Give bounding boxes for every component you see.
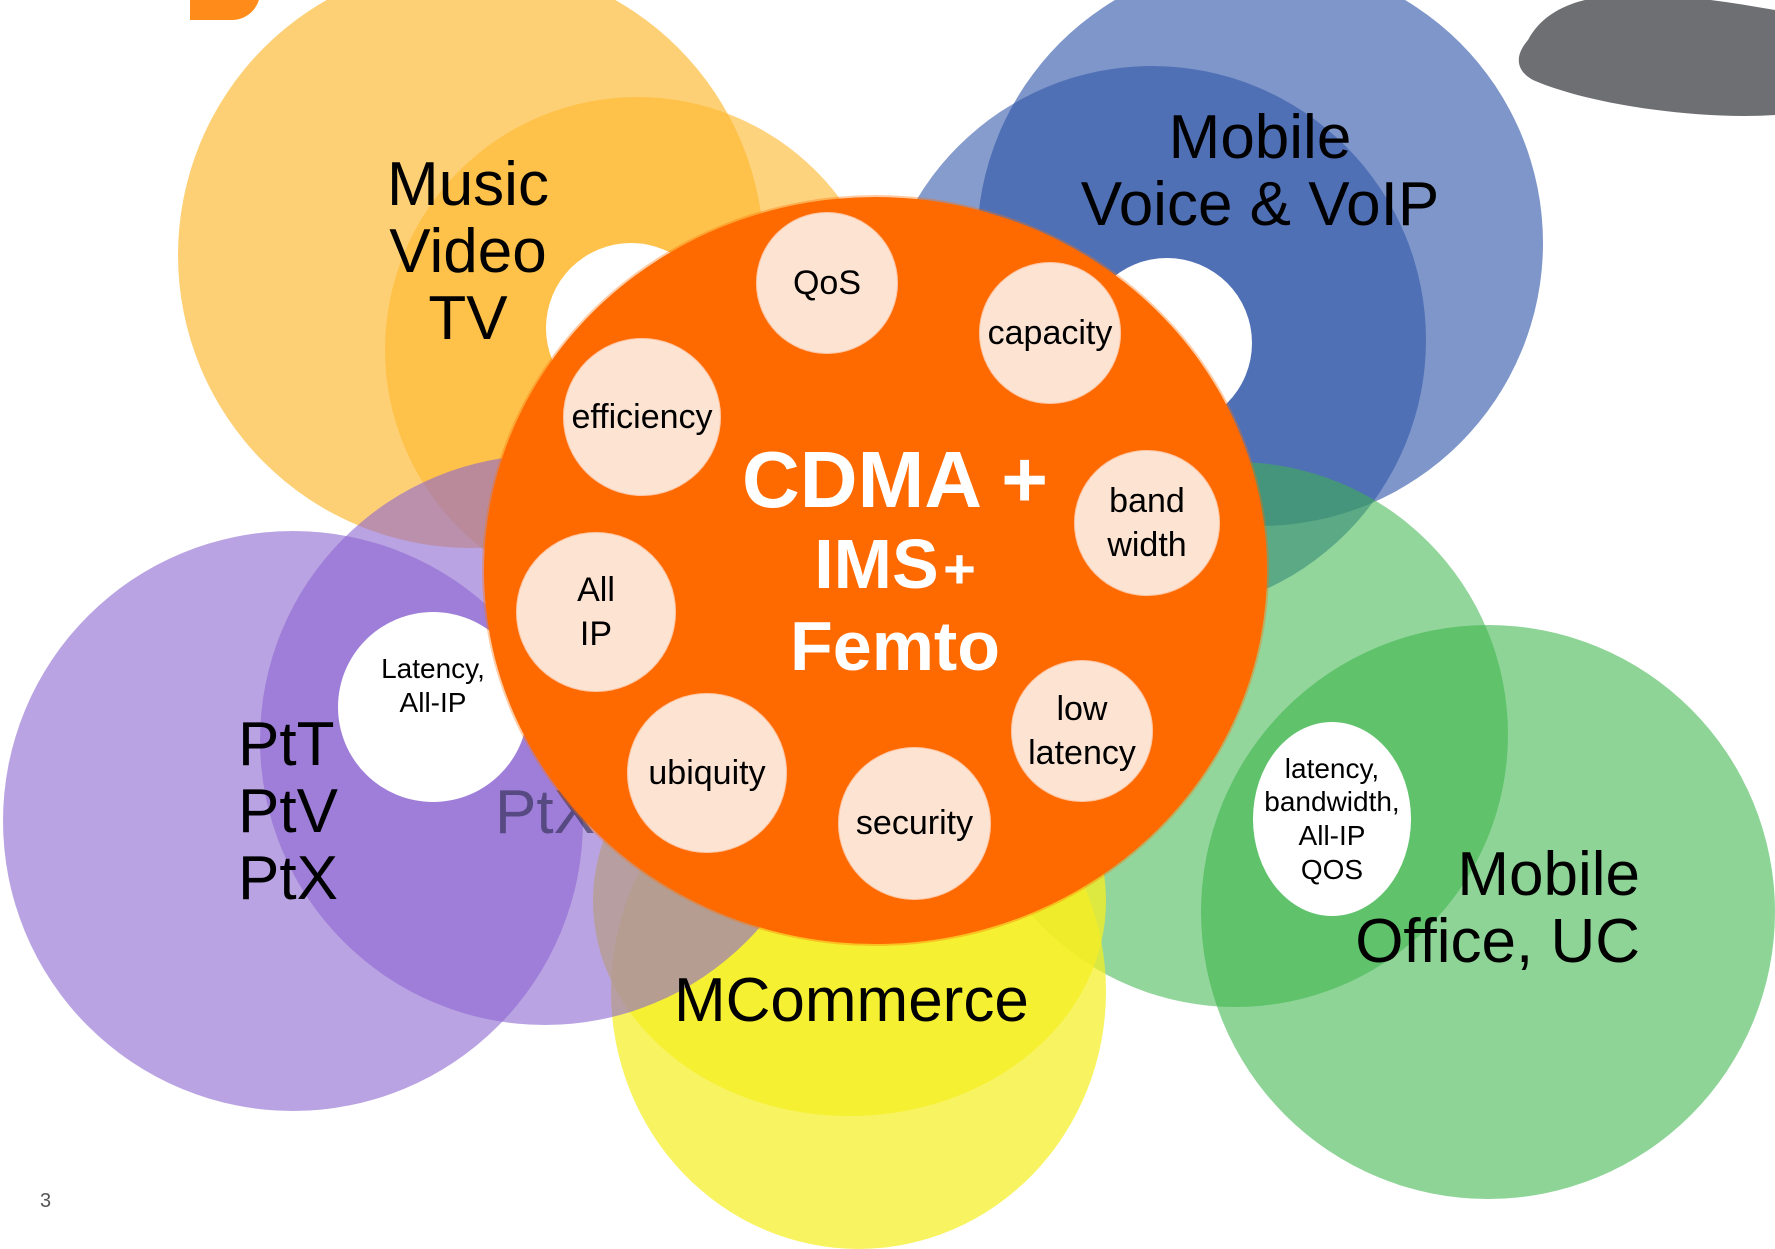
ptx-label: PtT PtV PtX xyxy=(238,710,338,913)
capacity-pill: capacity xyxy=(979,262,1121,404)
latency-bandwidth-bubble: latency, bandwidth, All-IP QOS xyxy=(1253,722,1411,916)
music-label: Music Video TV xyxy=(387,150,549,353)
latency-allip-bubble: Latency, All-IP xyxy=(338,612,528,802)
low-latency-pill: low latency xyxy=(1011,660,1153,802)
ubiquity-pill: ubiquity xyxy=(627,693,787,853)
office-circle-front xyxy=(1201,625,1775,1199)
allip-pill: All IP xyxy=(516,532,676,692)
slide-number: 3 xyxy=(40,1190,52,1212)
mcommerce-label: MCommerce xyxy=(674,966,1029,1035)
security-pill: security xyxy=(838,747,991,900)
orange-corner-accent xyxy=(190,0,260,20)
efficiency-pill: efficiency xyxy=(563,338,721,496)
bandwidth-pill: band width xyxy=(1074,450,1220,596)
mobile-office-label: Mobile Office, UC xyxy=(1355,840,1640,976)
qos-pill: QoS xyxy=(756,212,898,354)
core-title: CDMA + IMS + Femto xyxy=(742,435,1048,685)
mobile-voice-label: Mobile Voice & VoIP xyxy=(1080,103,1440,239)
